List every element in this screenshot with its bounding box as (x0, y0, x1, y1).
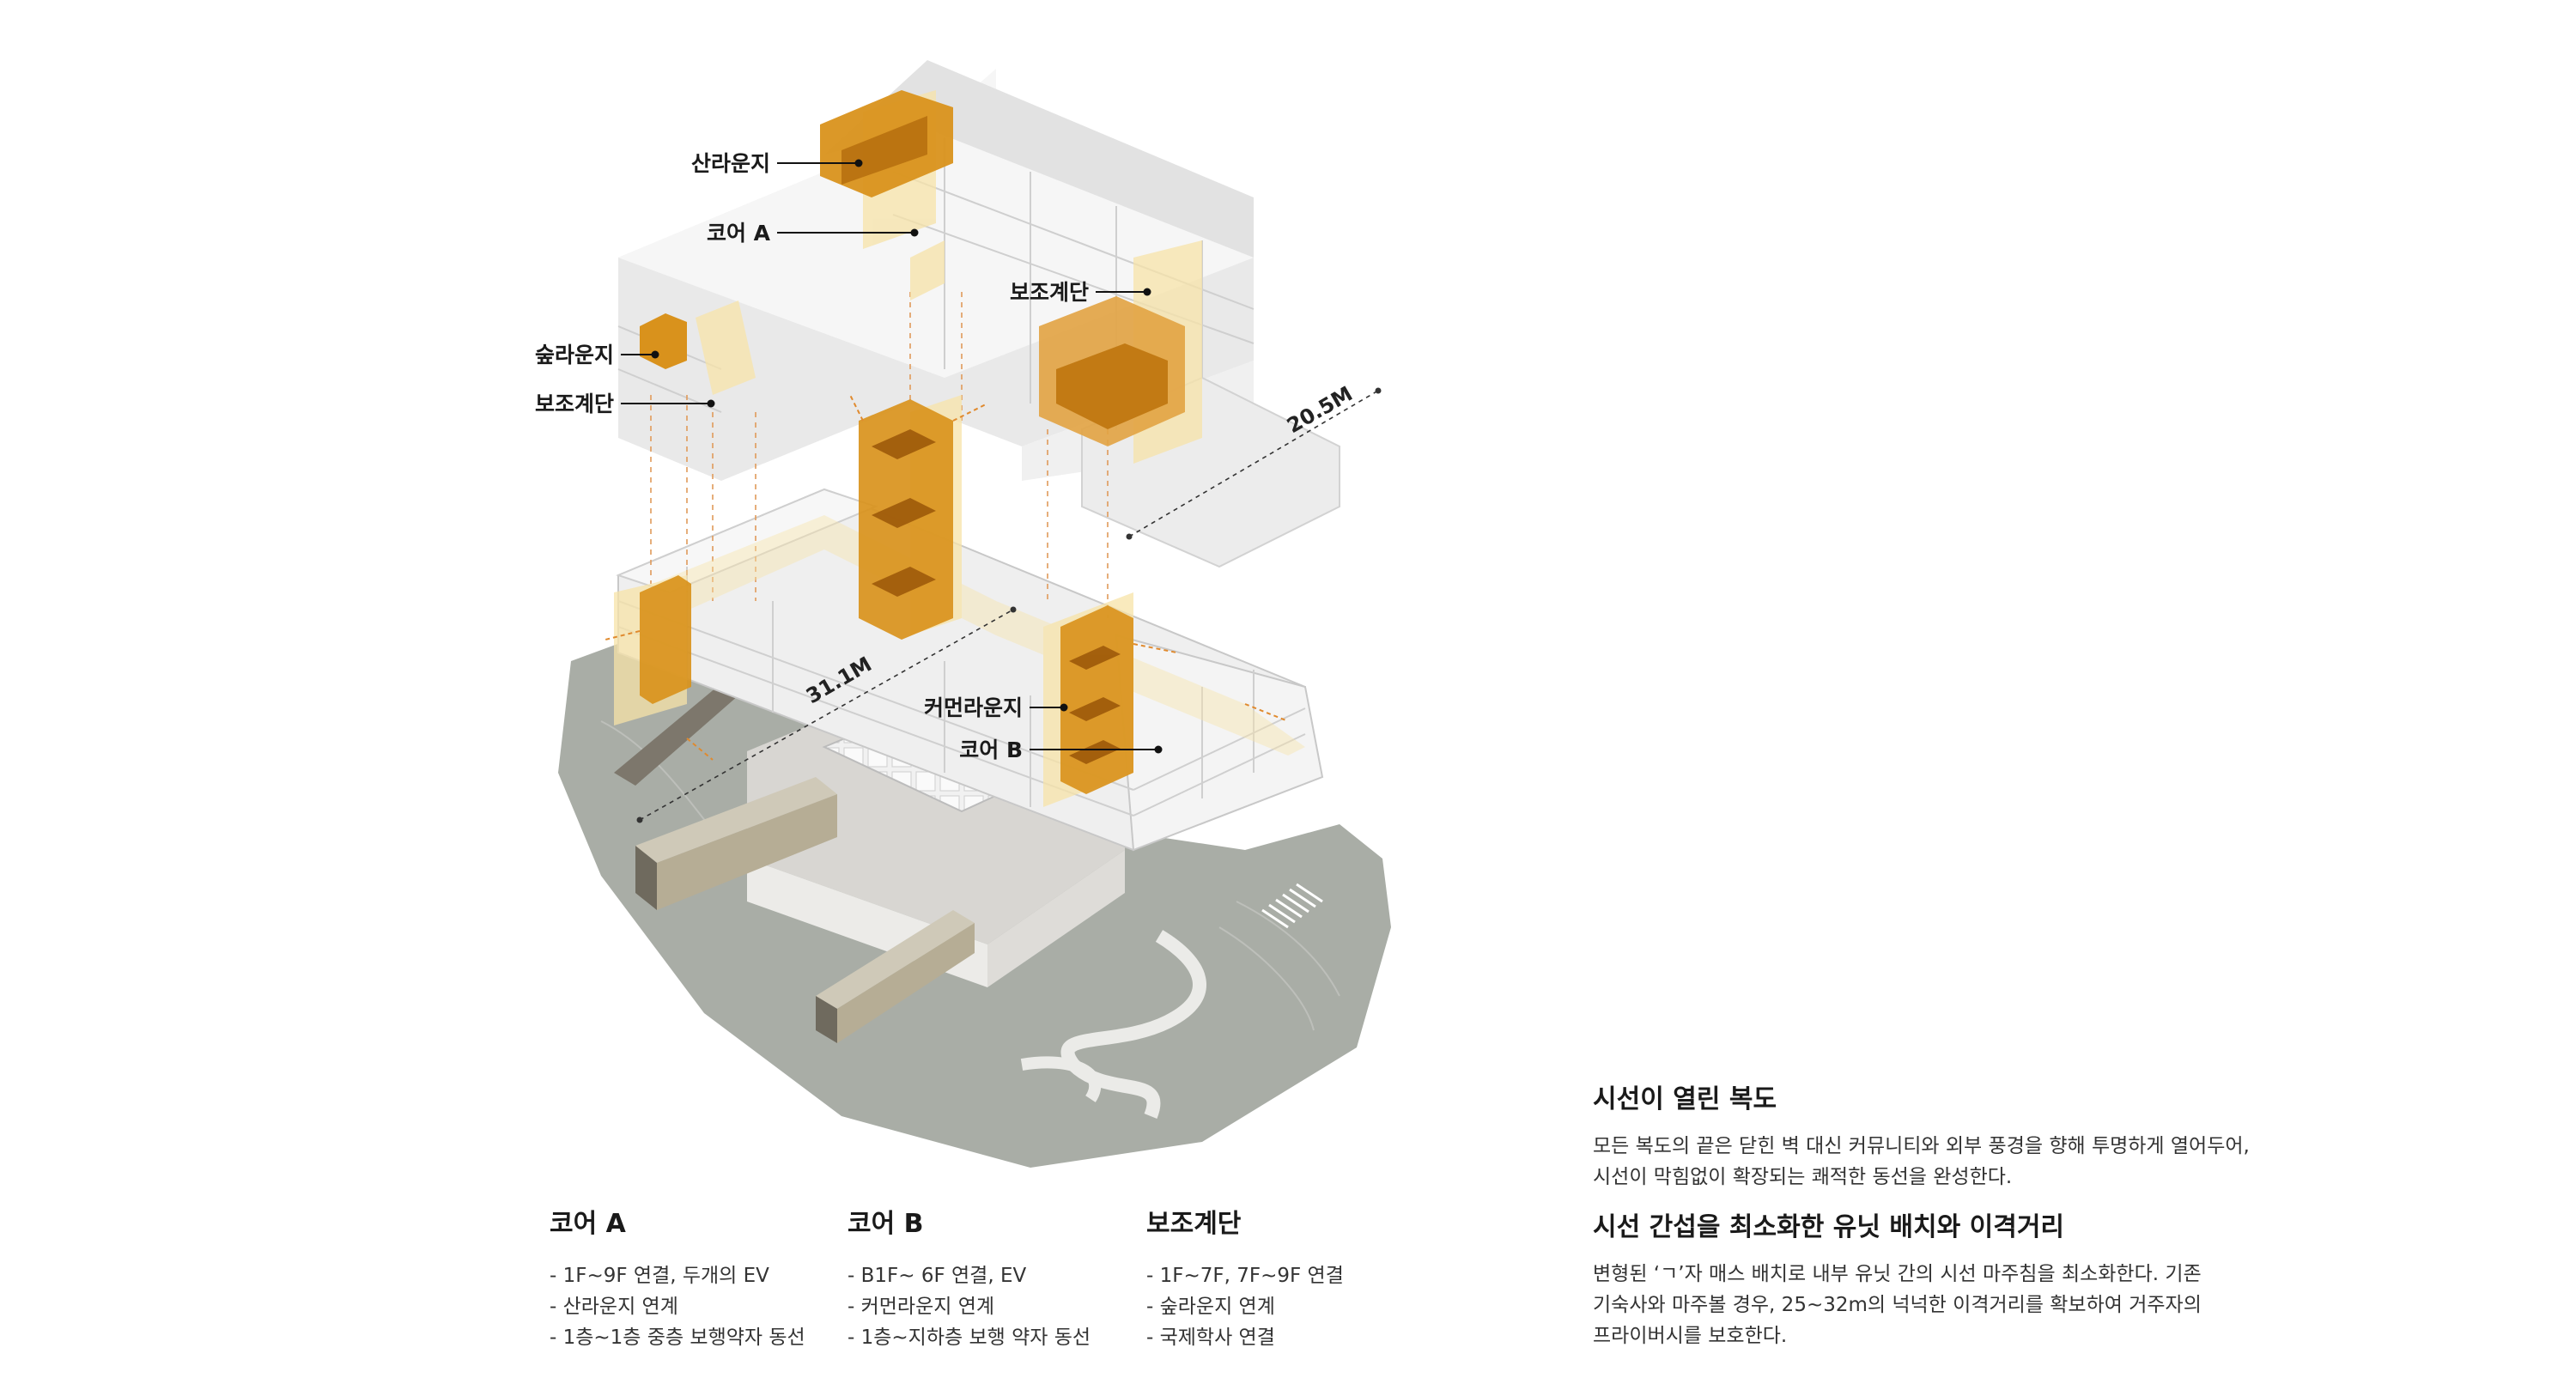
label-sky-lounge: 산라운지 (691, 151, 770, 176)
label-core-a: 코어 A (707, 221, 771, 246)
label-core-b: 코어 B (959, 738, 1023, 762)
callout-sky-lounge: 산라운지 (691, 151, 863, 176)
section-open-corridor-line: 시선이 막힘없이 확장되는 쾌적한 동선을 완성한다. (1593, 1166, 2013, 1188)
legend-aux-stair-title: 보조계단 (1146, 1209, 1242, 1239)
list-item: - B1F~ 6F 연결, EV (848, 1265, 1027, 1287)
label-forest-lounge: 숲라운지 (535, 343, 614, 367)
legend-core-a-title: 코어 A (550, 1209, 626, 1239)
legend-core-a: 코어 A - 1F~9F 연결, 두개의 EV - 산라운지 연계 - 1층~1… (550, 1202, 805, 1353)
section-open-corridor-line: 모든 복도의 끝은 닫힌 벽 대신 커뮤니티와 외부 풍경을 향해 투명하게 열… (1593, 1135, 2250, 1157)
section-unit-layout-line: 기숙사와 마주볼 경우, 25~32m의 넉넉한 이격거리를 확보하여 거주자의 (1593, 1294, 2202, 1316)
legend-core-b-title: 코어 B (848, 1209, 924, 1239)
dimension-line-upper (1126, 387, 1382, 540)
canopy-bridges (614, 687, 975, 1043)
callout-aux-stair-left: 보조계단 (535, 392, 715, 416)
callout-aux-stair-top: 보조계단 (1010, 280, 1151, 305)
section-unit-layout: 시선 간섭을 최소화한 유닛 배치와 이격거리 변형된 ‘ㄱ’자 매스 배치로 … (1593, 1205, 2366, 1351)
section-unit-layout-line: 변형된 ‘ㄱ’자 매스 배치로 내부 유닛 간의 시선 마주침을 최소화한다. … (1593, 1263, 2202, 1285)
exploded-axonometric-diagram: 20.5M 31.1M 산라운지 코어 A 보조계단 숲라운지 보조계단 커먼라… (535, 60, 1391, 1168)
list-item: - 산라운지 연계 (550, 1296, 678, 1318)
list-item: - 국제학사 연결 (1146, 1326, 1275, 1349)
label-common-lounge: 커먼라운지 (924, 695, 1023, 720)
legend-aux-stair-list: - 1F~7F, 7F~9F 연결 - 숲라운지 연계 - 국제학사 연결 (1146, 1260, 1344, 1353)
list-item: - 커먼라운지 연계 (848, 1296, 995, 1318)
list-item: - 1F~9F 연결, 두개의 EV (550, 1265, 769, 1287)
core-volumes (640, 90, 1185, 794)
legend-core-b: 코어 B - B1F~ 6F 연결, EV - 커먼라운지 연계 - 1층~지하… (848, 1202, 1091, 1353)
dimension-line-lower (636, 606, 1017, 823)
view-arrows (605, 394, 1289, 761)
callout-core-a: 코어 A (707, 221, 919, 246)
section-open-corridor: 시선이 열린 복도 모든 복도의 끝은 닫힌 벽 대신 커뮤니티와 외부 풍경을… (1593, 1078, 2366, 1193)
section-unit-layout-line: 프라이버시를 보호한다. (1593, 1325, 1788, 1347)
legend-aux-stair: 보조계단 - 1F~7F, 7F~9F 연결 - 숲라운지 연계 - 국제학사 … (1146, 1202, 1344, 1353)
section-unit-layout-title: 시선 간섭을 최소화한 유닛 배치와 이격거리 (1593, 1212, 2065, 1242)
section-open-corridor-title: 시선이 열린 복도 (1593, 1084, 1777, 1114)
list-item: - 1F~7F, 7F~9F 연결 (1146, 1265, 1344, 1287)
connection-lines (650, 292, 1109, 618)
legend-core-b-list: - B1F~ 6F 연결, EV - 커먼라운지 연계 - 1층~지하층 보행 … (848, 1260, 1091, 1353)
callout-core-b: 코어 B (959, 738, 1163, 762)
legend-core-a-list: - 1F~9F 연결, 두개의 EV - 산라운지 연계 - 1층~1층 중층 … (550, 1260, 805, 1353)
callout-forest-lounge: 숲라운지 (535, 343, 659, 367)
list-item: - 숲라운지 연계 (1146, 1296, 1275, 1318)
label-aux-stair-top: 보조계단 (1010, 280, 1089, 305)
label-aux-stair-left: 보조계단 (535, 392, 614, 416)
list-item: - 1층~지하층 보행 약자 동선 (848, 1326, 1091, 1349)
list-item: - 1층~1층 중층 보행약자 동선 (550, 1326, 805, 1349)
callout-common-lounge: 커먼라운지 (924, 695, 1068, 720)
